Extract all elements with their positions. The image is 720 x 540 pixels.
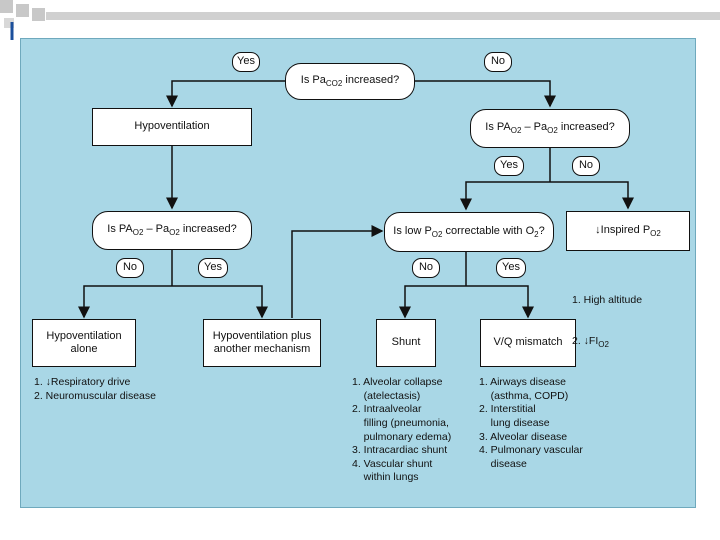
gradient-left-label: Is PAO2 – PaO2 increased?: [107, 223, 237, 238]
gradient-right-label: Is PAO2 – PaO2 increased?: [485, 121, 615, 136]
hypovent-alone-line1: Hypoventilation: [46, 329, 122, 342]
hypoventilation-plus-box: Hypoventilation plus another mechanism: [203, 319, 321, 367]
inspired-cause-2: 2. ↓FIO2: [572, 335, 609, 350]
inspired-cause-1: 1. High altitude: [572, 294, 643, 307]
slide-header-decoration: [0, 0, 720, 40]
hypovent-plus-line1: Hypoventilation plus: [212, 329, 312, 342]
no-label-left: No: [116, 258, 144, 278]
question-gradient-left: Is PAO2 – PaO2 increased?: [92, 211, 252, 250]
question-correctable: Is low PO2 correctable with O2?: [384, 212, 554, 252]
hypoventilation-box: Hypoventilation: [92, 108, 252, 146]
hypovent-plus-line2: another mechanism: [213, 343, 311, 355]
correctable-label: Is low PO2 correctable with O2?: [393, 224, 545, 239]
question-paco2-increased: Is PaCO2 increased?: [285, 63, 415, 100]
vq-mismatch-box: V/Q mismatch: [480, 319, 576, 367]
no-label-top: No: [484, 52, 512, 72]
inspired-causes: 1. High altitude 2. ↓FIO2: [572, 267, 642, 364]
yes-label-left: Yes: [198, 258, 228, 278]
hypovent-alone-line2: alone: [70, 343, 98, 355]
vq-mismatch-causes: 1. Airways disease (asthma, COPD) 2. Int…: [479, 376, 583, 470]
hypoventilation-causes: 1. ↓Respiratory drive 2. Neuromuscular d…: [34, 376, 156, 402]
inspired-po2-box: ↓Inspired PO2: [566, 211, 690, 251]
no-label-correctable: No: [412, 258, 440, 278]
yes-label-correctable: Yes: [496, 258, 526, 278]
yes-label-top: Yes: [232, 52, 260, 72]
shunt-box: Shunt: [376, 319, 436, 367]
question-paco2-label: Is PaCO2 increased?: [300, 74, 400, 89]
inspired-po2-label: ↓Inspired PO2: [595, 223, 661, 238]
no-label-right: No: [572, 156, 600, 176]
question-gradient-right: Is PAO2 – PaO2 increased?: [470, 109, 630, 148]
yes-label-right: Yes: [494, 156, 524, 176]
hypoventilation-alone-box: Hypoventilation alone: [32, 319, 136, 367]
shunt-causes: 1. Alveolar collapse (atelectasis) 2. In…: [352, 376, 452, 484]
